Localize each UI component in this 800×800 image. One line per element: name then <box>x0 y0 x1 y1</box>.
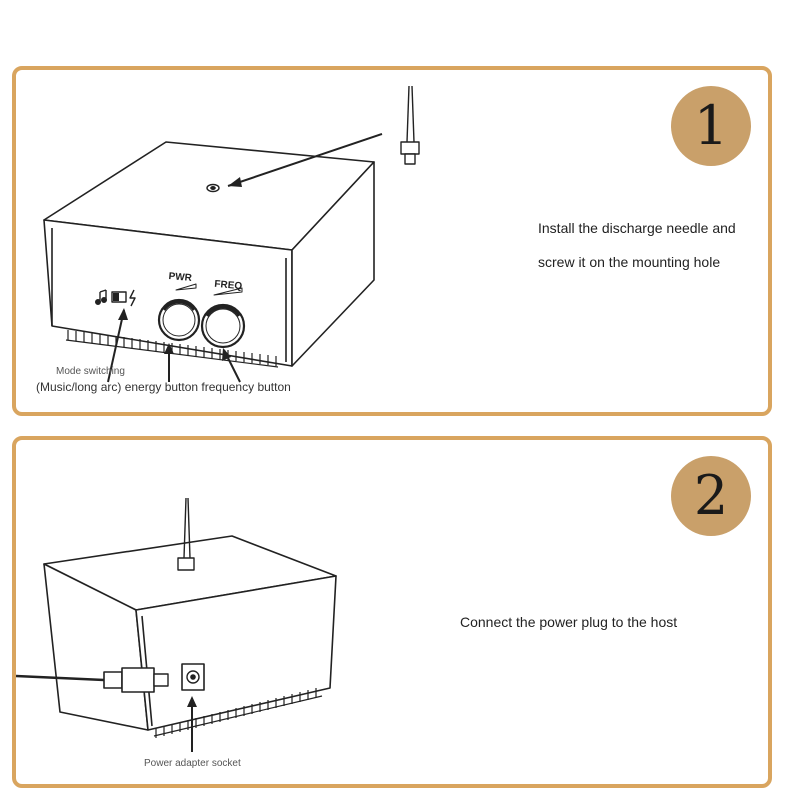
device-feet-grill <box>155 688 317 738</box>
device-back-illustration <box>16 497 337 752</box>
buttons-caption: (Music/long arc) energy button frequency… <box>36 380 291 394</box>
lightning-icon <box>129 289 136 307</box>
device-side-face <box>291 161 375 367</box>
step-1-panel: 1 Install the discharge needle and screw… <box>12 66 772 416</box>
step-1-instruction-line-1: Install the discharge needle and <box>538 220 736 236</box>
mounting-hole <box>206 183 220 193</box>
device-front-illustration: PWR FREQ <box>43 85 420 383</box>
step-2-instruction: Connect the power plug to the host <box>460 614 678 630</box>
power-knob <box>157 298 201 342</box>
power-socket-caption: Power adapter socket <box>144 758 241 769</box>
power-plug <box>16 667 169 693</box>
step-1-instruction-line-2: screw it on the mounting hole <box>538 254 721 270</box>
power-socket <box>181 663 205 691</box>
frequency-knob <box>200 303 246 349</box>
step-2-panel: 2 Connect the power plug to the host <box>12 436 772 788</box>
music-note-icon <box>95 289 108 306</box>
arrow-to-mounting-hole <box>227 133 383 187</box>
discharge-needle <box>400 85 420 165</box>
step-2-badge: 2 <box>671 456 751 536</box>
device-feet-grill <box>67 330 277 366</box>
freq-label: FREQ <box>214 279 243 292</box>
step-1-badge: 1 <box>671 86 751 166</box>
arrow-to-mode-switch <box>107 309 125 383</box>
discharge-needle <box>177 497 195 571</box>
pwr-label: PWR <box>168 271 193 284</box>
mode-switching-caption: Mode switching <box>56 366 125 377</box>
